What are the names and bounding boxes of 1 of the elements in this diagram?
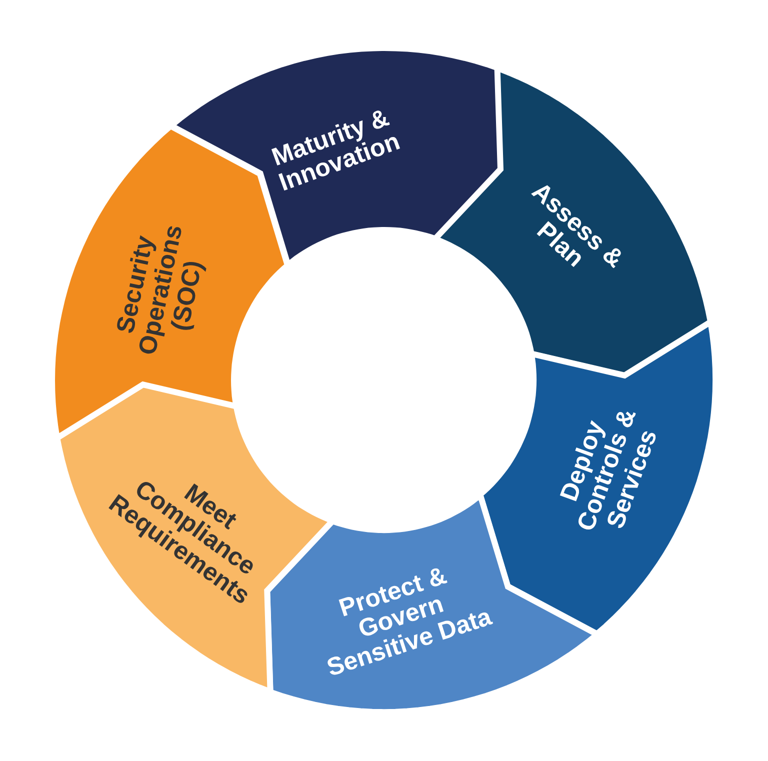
segment-label: Security Operations (SOC) xyxy=(110,222,210,360)
